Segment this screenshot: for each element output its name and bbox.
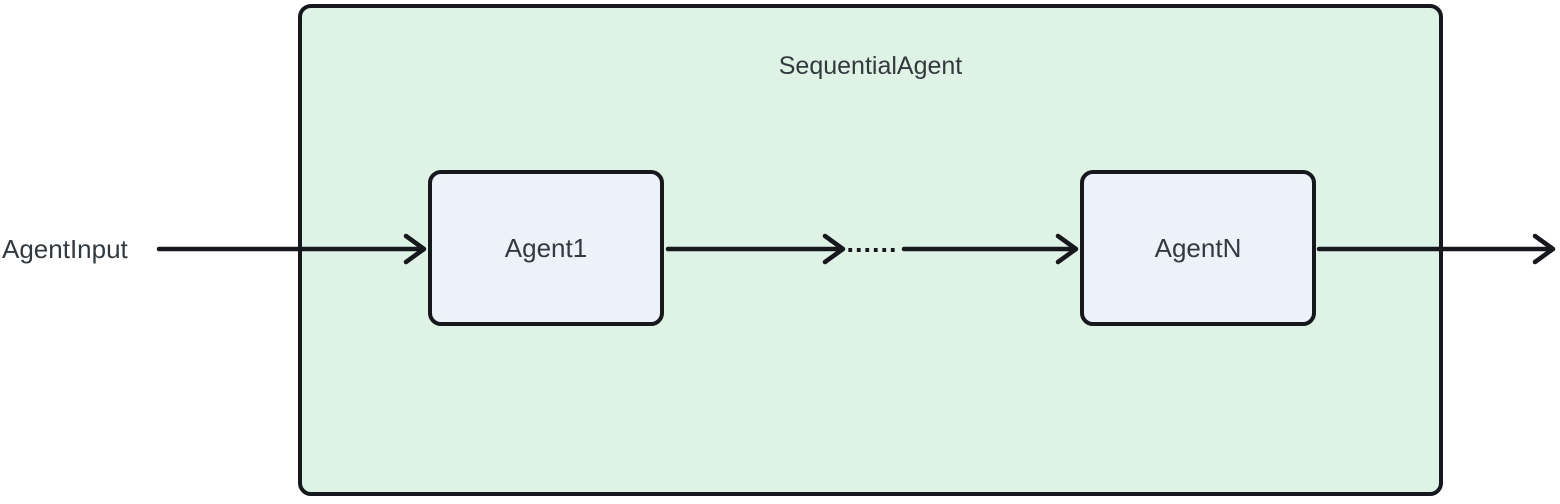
arrowhead-ellipsis-to-agentN bbox=[1055, 233, 1079, 265]
ellipsis-label: ...... bbox=[846, 228, 898, 258]
agent-input-label: AgentInput bbox=[2, 234, 128, 264]
arrowhead-agentN-to-output bbox=[1532, 233, 1556, 265]
node-agentN-label: AgentN bbox=[1154, 232, 1242, 263]
node-agent1: Agent1 bbox=[428, 170, 664, 326]
arrowhead-input-to-agent1 bbox=[403, 233, 427, 265]
sequential-agent-title: SequentialAgent bbox=[778, 52, 963, 80]
node-agentN: AgentN bbox=[1080, 170, 1316, 326]
arrowhead-agent1-to-ellipsis bbox=[822, 233, 846, 265]
node-agent1-label: Agent1 bbox=[504, 232, 588, 263]
